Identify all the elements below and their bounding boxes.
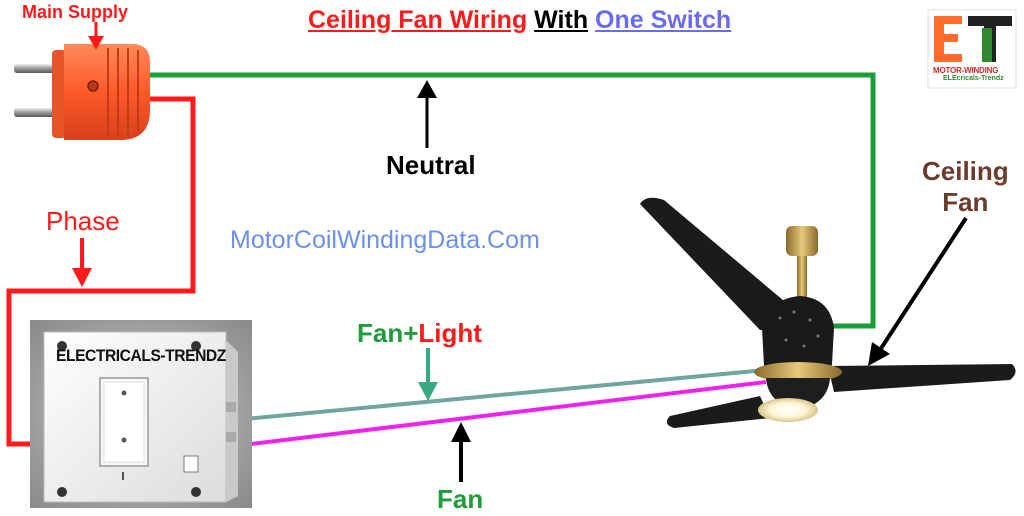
phase-arrow [72, 238, 92, 287]
fan-arrow [451, 422, 471, 482]
title-part2: With [534, 6, 589, 34]
ceiling-fan-label: Ceiling Fan [922, 156, 1009, 218]
neutral-arrow [417, 80, 437, 148]
logo-icon [927, 9, 1017, 89]
title-part1: Ceiling Fan Wiring [308, 6, 528, 34]
ceiling-fan-arrow [868, 216, 968, 366]
title-part3: One Switch [595, 6, 732, 34]
logo-text-line2: ELEcricals-Trendz [943, 75, 1004, 82]
fan-light-label: Fan+Light [357, 318, 482, 349]
main-supply-arrow [88, 22, 104, 50]
fan-light-label-light: Light [418, 318, 482, 348]
fan-light-label-fan: Fan+ [357, 318, 419, 348]
ceiling-fan-icon [640, 197, 1016, 428]
switch-brand-text: ELECTRICALS-TRENDZ [56, 346, 226, 365]
fan-light-arrow [418, 348, 438, 401]
fan-label: Fan [437, 484, 484, 514]
switch-board-icon [30, 320, 252, 508]
fan-light-wire [233, 368, 767, 422]
fan-wire [233, 380, 767, 448]
neutral-wire [148, 72, 876, 329]
phase-label: Phase [46, 206, 120, 236]
ceiling-fan-label-line1: Ceiling [922, 156, 1009, 186]
watermark-text: MotorCoilWindingData.Com [230, 226, 540, 254]
diagram-title: Ceiling Fan Wiring With One Switch [308, 6, 731, 35]
main-supply-label: Main Supply [22, 2, 129, 22]
neutral-label: Neutral [386, 150, 476, 180]
phase-wire [6, 96, 196, 447]
ceiling-fan-label-line2: Fan [942, 187, 989, 217]
logo-text-line1: MOTOR-WINDING [933, 66, 999, 75]
plug-icon [14, 44, 150, 140]
